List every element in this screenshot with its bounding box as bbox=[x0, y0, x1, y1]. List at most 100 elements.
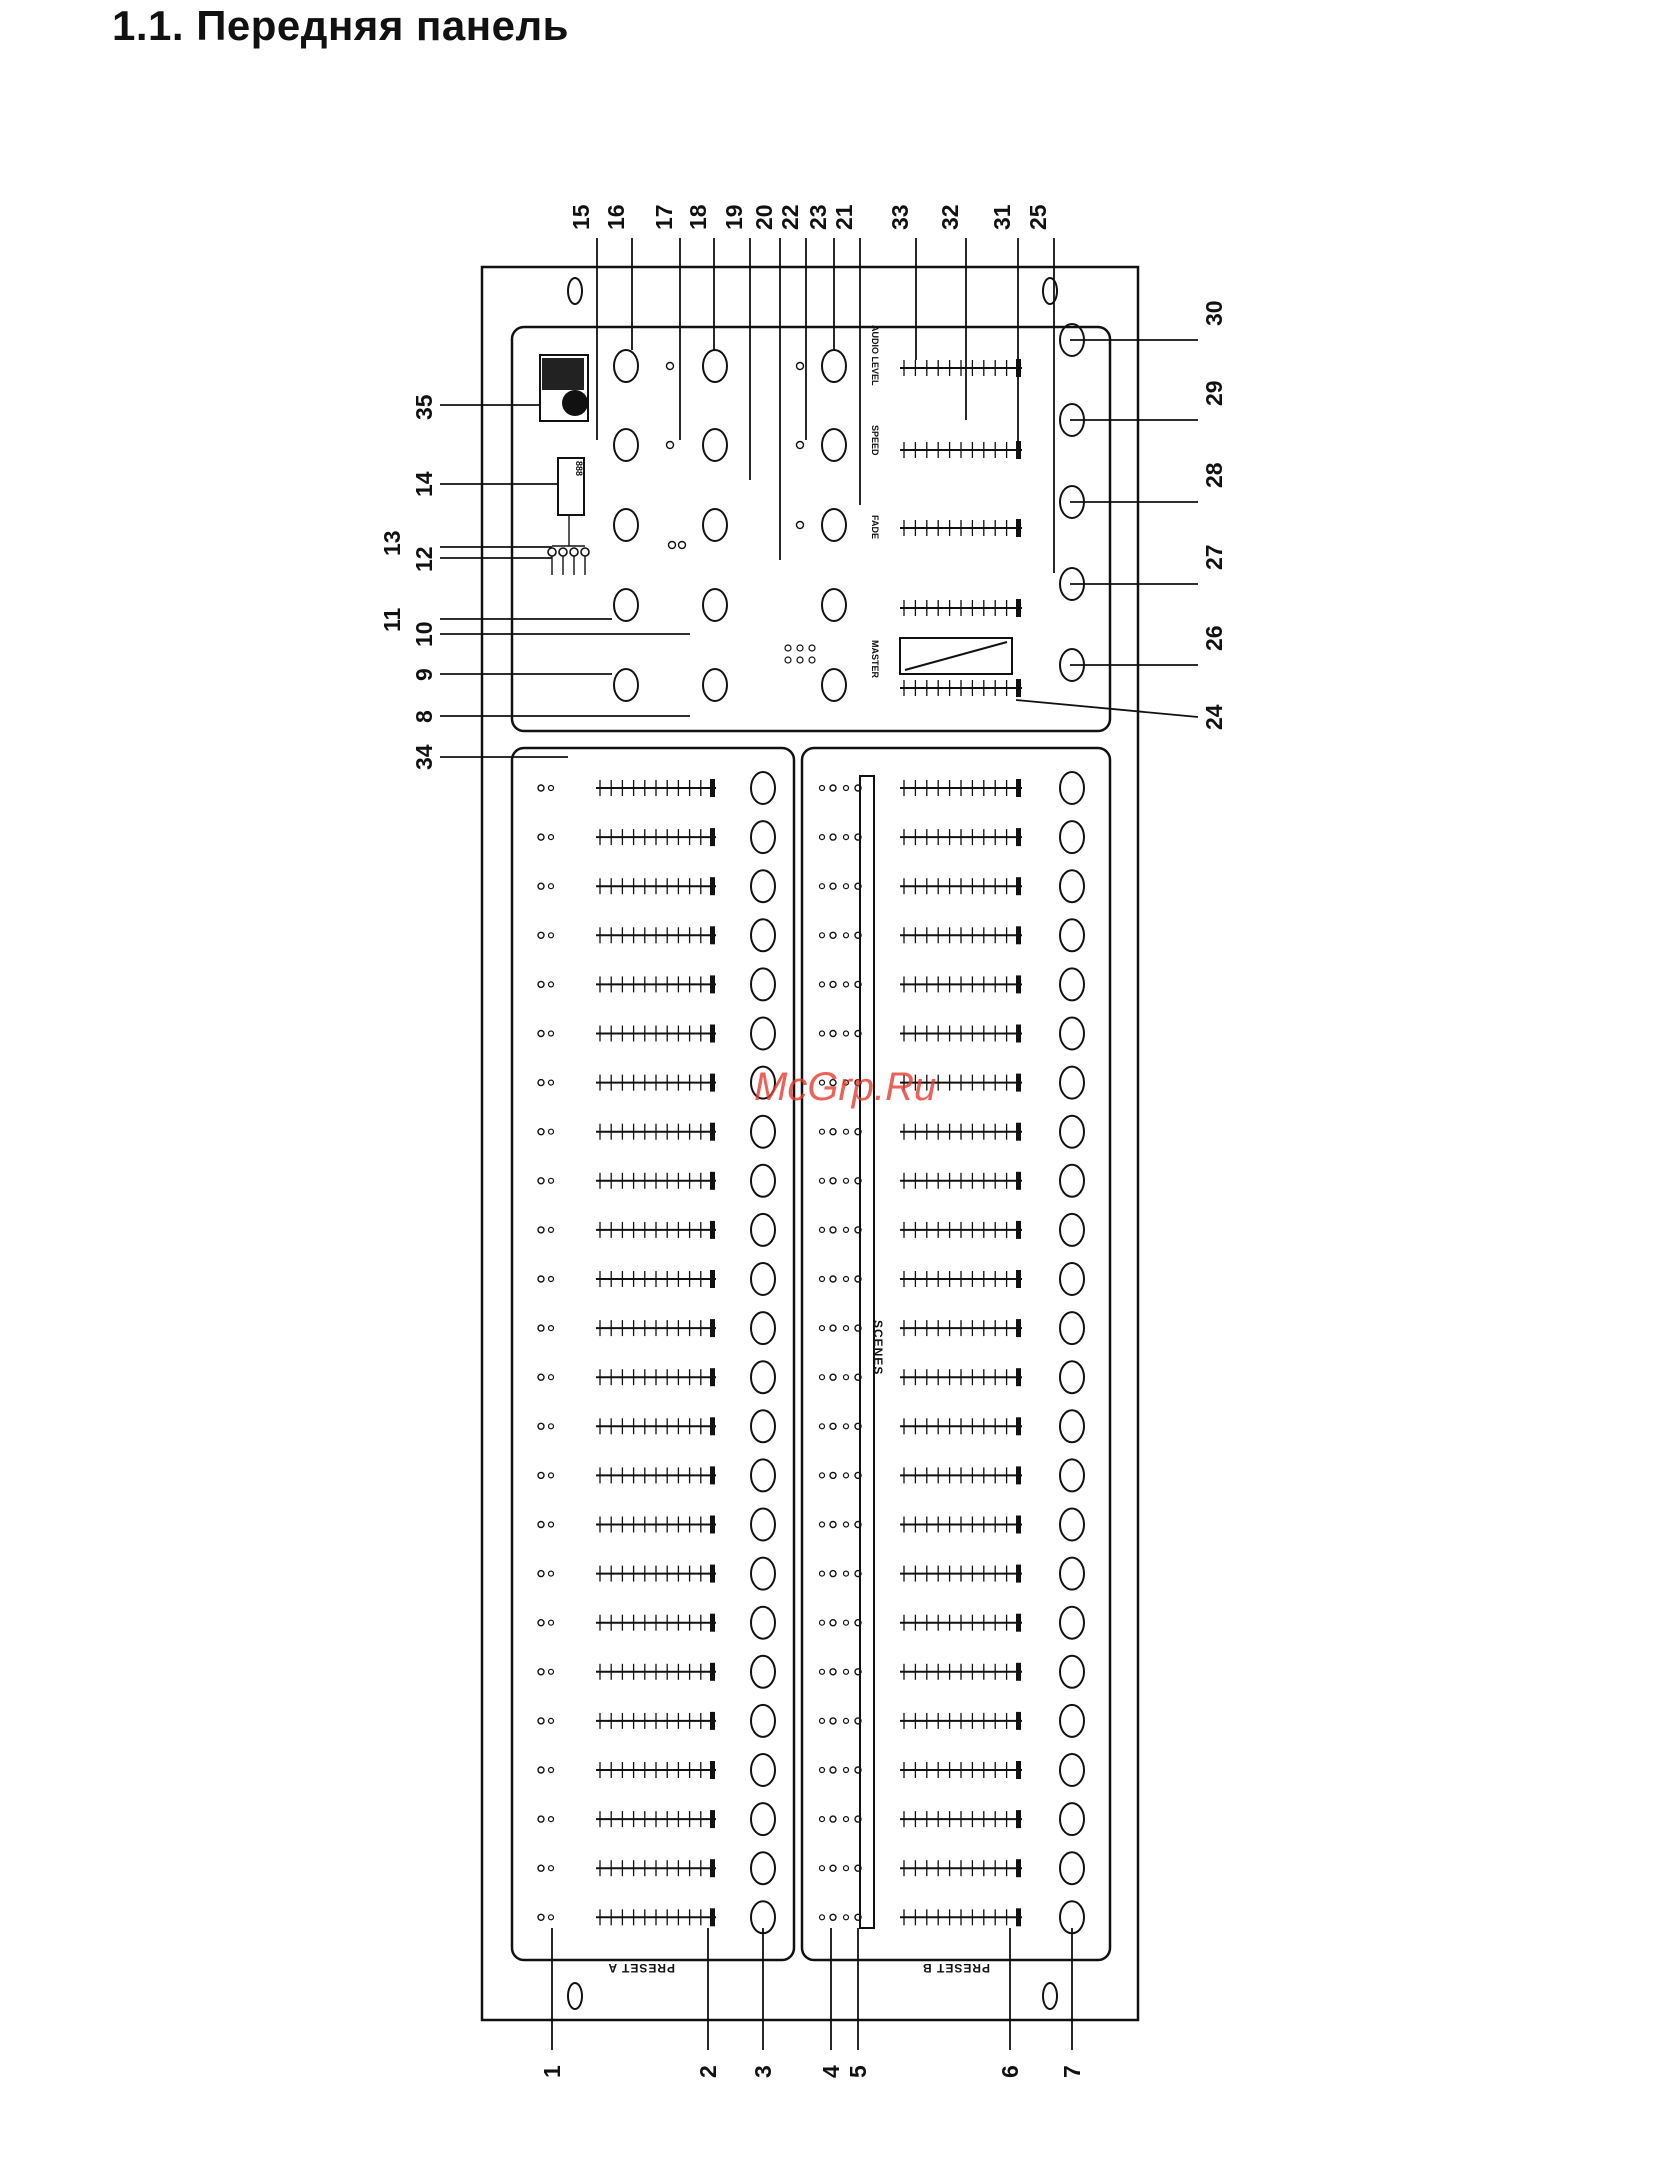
preset-a-fader-knob[interactable] bbox=[710, 1221, 715, 1239]
flash-button[interactable] bbox=[1060, 1018, 1084, 1050]
flash-button[interactable] bbox=[751, 1852, 775, 1884]
preset-b-fader-knob[interactable] bbox=[1016, 1123, 1021, 1141]
function-button[interactable] bbox=[614, 350, 638, 382]
flash-button[interactable] bbox=[751, 772, 775, 804]
preset-b-fader-knob[interactable] bbox=[1016, 1810, 1021, 1828]
preset-a-fader-knob[interactable] bbox=[710, 1565, 715, 1583]
preset-a-fader-knob[interactable] bbox=[710, 828, 715, 846]
flash-button[interactable] bbox=[1060, 870, 1084, 902]
flash-button[interactable] bbox=[1060, 1214, 1084, 1246]
preset-b-fader-knob[interactable] bbox=[1016, 1466, 1021, 1484]
preset-a-fader-knob[interactable] bbox=[710, 1417, 715, 1435]
preset-b-fader-knob[interactable] bbox=[1016, 1221, 1021, 1239]
flash-button[interactable] bbox=[1060, 1410, 1084, 1442]
flash-button[interactable] bbox=[751, 821, 775, 853]
preset-b-fader-knob[interactable] bbox=[1016, 828, 1021, 846]
flash-button[interactable] bbox=[1060, 1459, 1084, 1491]
preset-b-fader-knob[interactable] bbox=[1016, 1516, 1021, 1534]
preset-a-fader-knob[interactable] bbox=[710, 877, 715, 895]
preset-b-fader-knob[interactable] bbox=[1016, 1565, 1021, 1583]
preset-a-fader-knob[interactable] bbox=[710, 1908, 715, 1926]
preset-b-fader-knob[interactable] bbox=[1016, 877, 1021, 895]
preset-b-fader-knob[interactable] bbox=[1016, 1908, 1021, 1926]
flash-button[interactable] bbox=[751, 1509, 775, 1541]
flash-button[interactable] bbox=[751, 1607, 775, 1639]
preset-b-fader-knob[interactable] bbox=[1016, 1172, 1021, 1190]
function-button[interactable] bbox=[822, 669, 846, 701]
flash-button[interactable] bbox=[751, 1018, 775, 1050]
function-button[interactable] bbox=[703, 589, 727, 621]
function-button[interactable] bbox=[822, 509, 846, 541]
master-fader-a-knob[interactable] bbox=[1016, 599, 1021, 617]
fade-fader-knob[interactable] bbox=[1016, 519, 1021, 537]
flash-button[interactable] bbox=[751, 1459, 775, 1491]
preset-b-fader-knob[interactable] bbox=[1016, 1319, 1021, 1337]
preset-b-fader-knob[interactable] bbox=[1016, 1761, 1021, 1779]
flash-button[interactable] bbox=[1060, 1312, 1084, 1344]
flash-button[interactable] bbox=[1060, 1607, 1084, 1639]
flash-button[interactable] bbox=[1060, 1263, 1084, 1295]
preset-a-fader-knob[interactable] bbox=[710, 1761, 715, 1779]
function-button[interactable] bbox=[703, 350, 727, 382]
flash-button[interactable] bbox=[1060, 1705, 1084, 1737]
preset-b-fader-knob[interactable] bbox=[1016, 1663, 1021, 1681]
flash-button[interactable] bbox=[751, 1705, 775, 1737]
flash-button[interactable] bbox=[1060, 1165, 1084, 1197]
flash-button[interactable] bbox=[1060, 1361, 1084, 1393]
flash-button[interactable] bbox=[751, 1165, 775, 1197]
preset-b-fader-knob[interactable] bbox=[1016, 1859, 1021, 1877]
flash-button[interactable] bbox=[751, 1312, 775, 1344]
preset-a-fader-knob[interactable] bbox=[710, 779, 715, 797]
function-button[interactable] bbox=[822, 429, 846, 461]
flash-button[interactable] bbox=[1060, 1116, 1084, 1148]
flash-button[interactable] bbox=[751, 1263, 775, 1295]
flash-button[interactable] bbox=[1060, 968, 1084, 1000]
preset-b-fader-knob[interactable] bbox=[1016, 1025, 1021, 1043]
function-button[interactable] bbox=[614, 429, 638, 461]
preset-b-fader-knob[interactable] bbox=[1016, 1712, 1021, 1730]
preset-a-fader-knob[interactable] bbox=[710, 1172, 715, 1190]
flash-button[interactable] bbox=[1060, 1558, 1084, 1590]
flash-button[interactable] bbox=[751, 1410, 775, 1442]
preset-a-fader-knob[interactable] bbox=[710, 1516, 715, 1534]
flash-button[interactable] bbox=[751, 870, 775, 902]
flash-button[interactable] bbox=[751, 1803, 775, 1835]
preset-a-fader-knob[interactable] bbox=[710, 1270, 715, 1288]
function-button[interactable] bbox=[614, 589, 638, 621]
flash-button[interactable] bbox=[751, 968, 775, 1000]
preset-a-fader-knob[interactable] bbox=[710, 1466, 715, 1484]
function-button[interactable] bbox=[822, 589, 846, 621]
dmx-knob[interactable] bbox=[562, 390, 588, 416]
flash-button[interactable] bbox=[751, 1656, 775, 1688]
flash-button[interactable] bbox=[751, 1214, 775, 1246]
preset-b-fader-knob[interactable] bbox=[1016, 1074, 1021, 1092]
flash-button[interactable] bbox=[1060, 1656, 1084, 1688]
flash-button[interactable] bbox=[751, 1558, 775, 1590]
master-fader-b-knob[interactable] bbox=[1016, 679, 1021, 697]
flash-button[interactable] bbox=[1060, 1754, 1084, 1786]
flash-button[interactable] bbox=[751, 919, 775, 951]
preset-b-fader-knob[interactable] bbox=[1016, 1368, 1021, 1386]
flash-button[interactable] bbox=[751, 1754, 775, 1786]
preset-b-fader-knob[interactable] bbox=[1016, 779, 1021, 797]
flash-button[interactable] bbox=[751, 1361, 775, 1393]
flash-button[interactable] bbox=[1060, 772, 1084, 804]
preset-a-fader-knob[interactable] bbox=[710, 1859, 715, 1877]
preset-b-fader-knob[interactable] bbox=[1016, 975, 1021, 993]
preset-a-fader-knob[interactable] bbox=[710, 1712, 715, 1730]
function-button[interactable] bbox=[822, 350, 846, 382]
flash-button[interactable] bbox=[1060, 821, 1084, 853]
preset-a-fader-knob[interactable] bbox=[710, 1074, 715, 1092]
flash-button[interactable] bbox=[1060, 1509, 1084, 1541]
preset-b-fader-knob[interactable] bbox=[1016, 926, 1021, 944]
function-button[interactable] bbox=[614, 669, 638, 701]
flash-button[interactable] bbox=[1060, 1803, 1084, 1835]
preset-a-fader-knob[interactable] bbox=[710, 1025, 715, 1043]
preset-b-fader-knob[interactable] bbox=[1016, 1614, 1021, 1632]
preset-a-fader-knob[interactable] bbox=[710, 1123, 715, 1141]
function-button[interactable] bbox=[703, 669, 727, 701]
flash-button[interactable] bbox=[751, 1116, 775, 1148]
function-button[interactable] bbox=[703, 509, 727, 541]
preset-b-fader-knob[interactable] bbox=[1016, 1417, 1021, 1435]
function-button[interactable] bbox=[614, 509, 638, 541]
